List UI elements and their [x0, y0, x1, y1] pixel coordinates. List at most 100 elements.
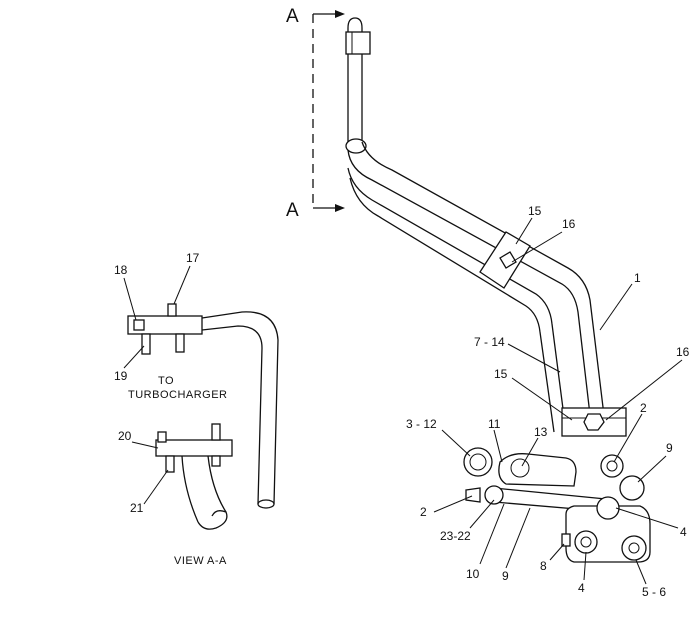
elbow-11-13 [498, 453, 577, 487]
leader-21 [143, 469, 169, 505]
callout-7-14: 7 - 14 [474, 335, 505, 349]
callout-8: 8 [540, 559, 547, 573]
callout-15-upper: 15 [528, 204, 542, 218]
leader-15-upper [515, 217, 533, 245]
destination-line-2: TURBOCHARGER [128, 389, 228, 401]
tube-lower-outer [347, 167, 567, 433]
fitting-4-right [596, 496, 620, 520]
main-tube-assembly [345, 17, 627, 437]
callout-2-left: 2 [420, 505, 427, 519]
leader-4-bottom [583, 551, 587, 581]
callout-9-bottom: 9 [502, 569, 509, 583]
tube-bend-ring [345, 138, 367, 154]
callout-1: 1 [634, 271, 641, 285]
leader-19 [123, 345, 145, 369]
callout-4-bottom: 4 [578, 581, 585, 595]
callout-2-upper: 2 [640, 401, 647, 415]
lower-pipe-end [197, 510, 228, 530]
lower-clamp-bolt [583, 413, 605, 431]
nut-21b [211, 455, 221, 467]
leader-5-6 [635, 559, 647, 585]
flange-lower [155, 439, 233, 457]
bolt-20b [211, 423, 221, 441]
callout-5-6: 5 - 6 [642, 585, 666, 599]
callout-10: 10 [466, 567, 480, 581]
callout-11: 11 [488, 417, 501, 431]
lower-pipe-right [207, 455, 227, 513]
fitting-5-6-bore [628, 542, 640, 554]
destination-line-1: TO [158, 375, 174, 387]
fitting-3-12 [463, 447, 493, 477]
tube-lower-inner [349, 177, 555, 433]
tube-end-2-inner [606, 460, 618, 472]
leader-10 [479, 503, 505, 565]
leader-20 [131, 441, 159, 449]
leader-1 [599, 283, 633, 331]
tube-upper-outer [361, 141, 607, 433]
tube-end-2 [600, 454, 624, 478]
leader-13 [521, 437, 539, 467]
nut-18 [133, 319, 145, 331]
fitting-4-bottom [574, 530, 598, 554]
leader-9-bottom [505, 507, 531, 569]
leader-3-12 [441, 429, 471, 457]
arrow-head-bottom-icon [335, 204, 345, 212]
flange-upper [127, 315, 203, 335]
callout-20: 20 [118, 429, 132, 443]
view-title: VIEW A-A [174, 555, 227, 567]
bolt-19b [175, 333, 185, 353]
lower-pipe-left [181, 455, 199, 523]
callout-4-right: 4 [680, 525, 687, 539]
crossover-end-left [484, 485, 504, 505]
callout-16-lower: 16 [676, 345, 690, 359]
callout-23-22: 23-22 [440, 529, 471, 543]
callout-19: 19 [114, 369, 128, 383]
callout-16-upper: 16 [562, 217, 576, 231]
callout-labels: 1 15 16 7 - 14 15 16 2 3 - 12 11 13 9 4 … [114, 204, 690, 599]
leader-9-right [637, 455, 667, 483]
riser-tube-outer [347, 17, 363, 142]
leader-16-lower [605, 359, 683, 421]
manifold-assembly [463, 447, 651, 563]
leader-2-left [433, 495, 473, 513]
leader-16-upper [511, 231, 563, 263]
section-label-top: A [286, 6, 299, 27]
leader-23-22 [469, 499, 495, 529]
section-marker: A A [286, 6, 345, 221]
fitting-4-bore [580, 536, 592, 548]
arrow-head-top-icon [335, 10, 345, 18]
leader-8 [549, 543, 565, 561]
view-a-a: TO TURBOCHARGER VIEW A-A [127, 303, 279, 567]
callout-21: 21 [130, 501, 144, 515]
section-label-bottom: A [286, 200, 299, 221]
leader-18 [123, 277, 137, 321]
callout-15-lower: 15 [494, 367, 508, 381]
leader-17 [173, 265, 191, 305]
callout-3-12: 3 - 12 [406, 417, 437, 431]
crossover-top [493, 487, 617, 501]
bolt-19 [141, 333, 151, 355]
leader-lines [123, 217, 683, 585]
fitting-3-12-inner [469, 453, 487, 471]
callout-13: 13 [534, 425, 548, 439]
elbow-bore [510, 458, 530, 478]
section-tube-end [257, 499, 275, 509]
callout-18: 18 [114, 263, 128, 277]
fitting-2-left [465, 487, 481, 503]
leader-11 [493, 429, 503, 463]
plug-8 [561, 533, 571, 547]
callout-17: 17 [186, 251, 200, 265]
leader-7-14 [507, 343, 561, 373]
section-tube-outer [201, 311, 279, 505]
fitting-5-6 [621, 535, 647, 561]
leader-15-lower [511, 377, 573, 421]
bolt-17 [167, 303, 177, 317]
bolt-20 [157, 431, 167, 443]
upper-clamp-bolt [499, 251, 517, 269]
top-fitting [345, 31, 371, 55]
leader-4-right [615, 507, 679, 529]
section-tube-inner [201, 325, 263, 505]
callout-9-right: 9 [666, 441, 673, 455]
